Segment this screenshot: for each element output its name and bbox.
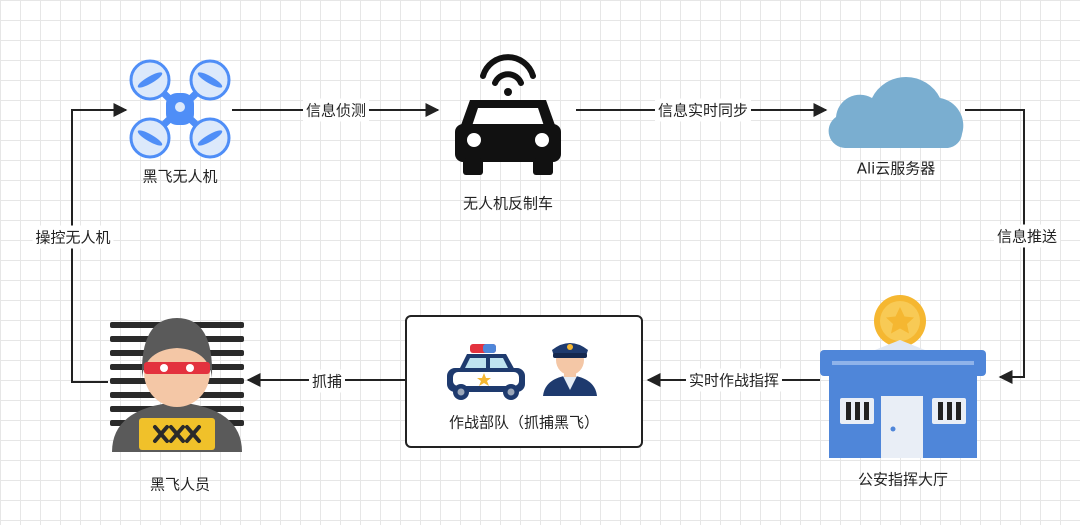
- hall-label: 公安指挥大厅: [857, 470, 949, 489]
- edge-label-arrest: 抓捕: [308, 369, 346, 393]
- car-icon: [455, 54, 561, 175]
- police-hall-icon: [820, 295, 986, 458]
- police-officer-icon: [543, 343, 597, 396]
- drone-icon: [129, 59, 231, 159]
- cloud-label: Ali云服务器: [856, 159, 936, 178]
- person-label: 黑飞人员: [149, 475, 211, 494]
- team-box: [405, 315, 643, 448]
- cloud-icon: [828, 76, 964, 148]
- team-label: 作战部队（抓捕黑飞）: [448, 413, 600, 432]
- edge-label-control: 操控无人机: [32, 225, 114, 249]
- suspect-icon: [110, 318, 244, 452]
- edge-label-push: 信息推送: [993, 224, 1061, 248]
- car-label: 无人机反制车: [462, 194, 554, 213]
- edge-label-sync: 信息实时同步: [654, 98, 752, 122]
- police-car-icon: [447, 344, 525, 400]
- drone-label: 黑飞无人机: [142, 167, 218, 186]
- edge-label-command: 实时作战指挥: [685, 368, 783, 392]
- edge-label-detect: 信息侦测: [302, 98, 370, 122]
